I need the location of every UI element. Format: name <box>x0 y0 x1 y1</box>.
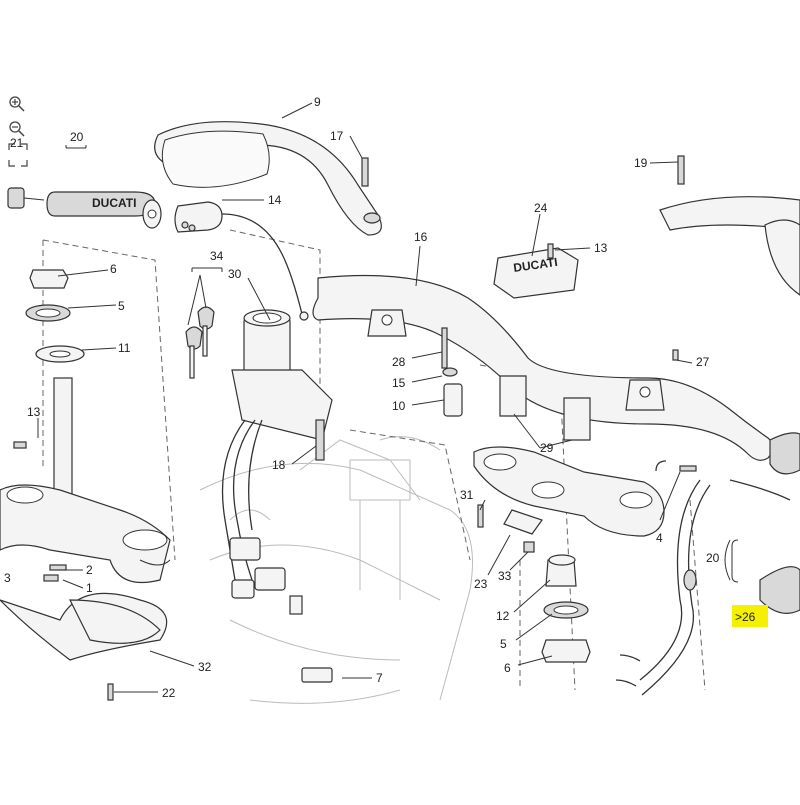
callout-1: 1 <box>86 581 93 595</box>
right-switch-housing <box>769 432 800 475</box>
callout-26-highlight <box>732 605 768 627</box>
connector-b <box>254 567 286 591</box>
top-clamp-24 <box>493 247 579 299</box>
callout-20-right: 20 <box>706 551 720 565</box>
grip-assembly: DUCATI <box>7 187 309 321</box>
nut-33 <box>523 541 535 553</box>
callout-28: 28 <box>392 355 406 369</box>
clip-7 <box>301 667 333 683</box>
bearing-bottom <box>541 639 591 663</box>
right-grip <box>759 566 800 614</box>
riser-left <box>499 375 527 417</box>
clamp-logo: DUCATI <box>512 255 558 275</box>
callout-34: 34 <box>210 249 224 263</box>
connector-a <box>229 537 261 561</box>
callout-30: 30 <box>228 267 242 281</box>
bolt-28 <box>441 327 448 369</box>
bar-clamps: DUCATI <box>367 243 665 441</box>
callout-11: 11 <box>118 341 131 355</box>
switch-housing <box>174 201 223 233</box>
callout-6-right: 6 <box>504 661 511 675</box>
callout-19: 19 <box>634 156 648 170</box>
throttle-grip <box>46 191 156 217</box>
callout-21: 21 <box>10 136 24 150</box>
steering-stem-left <box>0 269 171 701</box>
spacer-10 <box>443 383 463 417</box>
washer-15 <box>442 367 458 377</box>
callout-33: 33 <box>498 569 512 583</box>
bolt-17 <box>361 157 369 187</box>
callout-20-left: 20 <box>70 130 84 144</box>
callout-4: 4 <box>656 531 663 545</box>
callout-labels: 21 20 6 5 11 13 2 1 3 32 22 34 30 14 9 1… <box>4 95 756 700</box>
callout-27: 27 <box>696 355 710 369</box>
pin-27 <box>672 349 679 361</box>
callout-31: 31 <box>460 488 474 502</box>
screw-22 <box>107 683 114 701</box>
callout-6-left: 6 <box>110 262 117 276</box>
lower-triple-clamp <box>0 484 171 584</box>
right-control-group <box>615 432 800 696</box>
frame-outline <box>199 436 473 704</box>
leader-lines <box>37 102 739 693</box>
callout-9: 9 <box>314 95 321 109</box>
zoom-in-icon[interactable] <box>9 96 25 112</box>
upper-triple-clamp <box>473 446 665 663</box>
grip-logo: DUCATI <box>92 196 136 210</box>
callout-13-right: 13 <box>594 241 608 255</box>
connector-c <box>231 579 255 599</box>
expand-icon[interactable] <box>8 143 28 167</box>
callout-18: 18 <box>272 458 286 472</box>
callout-15: 15 <box>392 376 406 390</box>
callout-29: 29 <box>540 441 554 455</box>
bolt-19 <box>677 155 685 185</box>
callout-26: >26 <box>735 610 756 624</box>
callout-23: 23 <box>474 577 488 591</box>
bar-end-weight <box>7 187 25 209</box>
bearing-top <box>29 269 69 289</box>
callout-3: 3 <box>4 571 11 585</box>
mirror-left <box>154 121 382 236</box>
callout-14: 14 <box>268 193 282 207</box>
callout-13-left: 13 <box>27 405 41 419</box>
callout-7: 7 <box>376 671 383 685</box>
callout-16: 16 <box>414 230 428 244</box>
callout-17: 17 <box>330 129 344 143</box>
callout-2: 2 <box>86 563 93 577</box>
ignition-group <box>185 267 333 599</box>
callout-32: 32 <box>198 660 212 674</box>
callout-12: 12 <box>496 609 510 623</box>
lock-plate <box>503 509 543 535</box>
zoom-out-icon[interactable] <box>9 121 25 137</box>
bolt-31 <box>477 504 484 528</box>
callout-22: 22 <box>162 686 176 700</box>
riser-right <box>563 397 591 441</box>
callout-24: 24 <box>534 201 548 215</box>
callout-10: 10 <box>392 399 406 413</box>
callout-5-left: 5 <box>118 299 125 313</box>
handlebar <box>312 274 774 461</box>
bolt-18 <box>315 419 325 461</box>
ignition-base <box>231 369 333 441</box>
callout-5-right: 5 <box>500 637 507 651</box>
bottom-parts <box>289 349 697 683</box>
mirror-right <box>659 155 800 296</box>
